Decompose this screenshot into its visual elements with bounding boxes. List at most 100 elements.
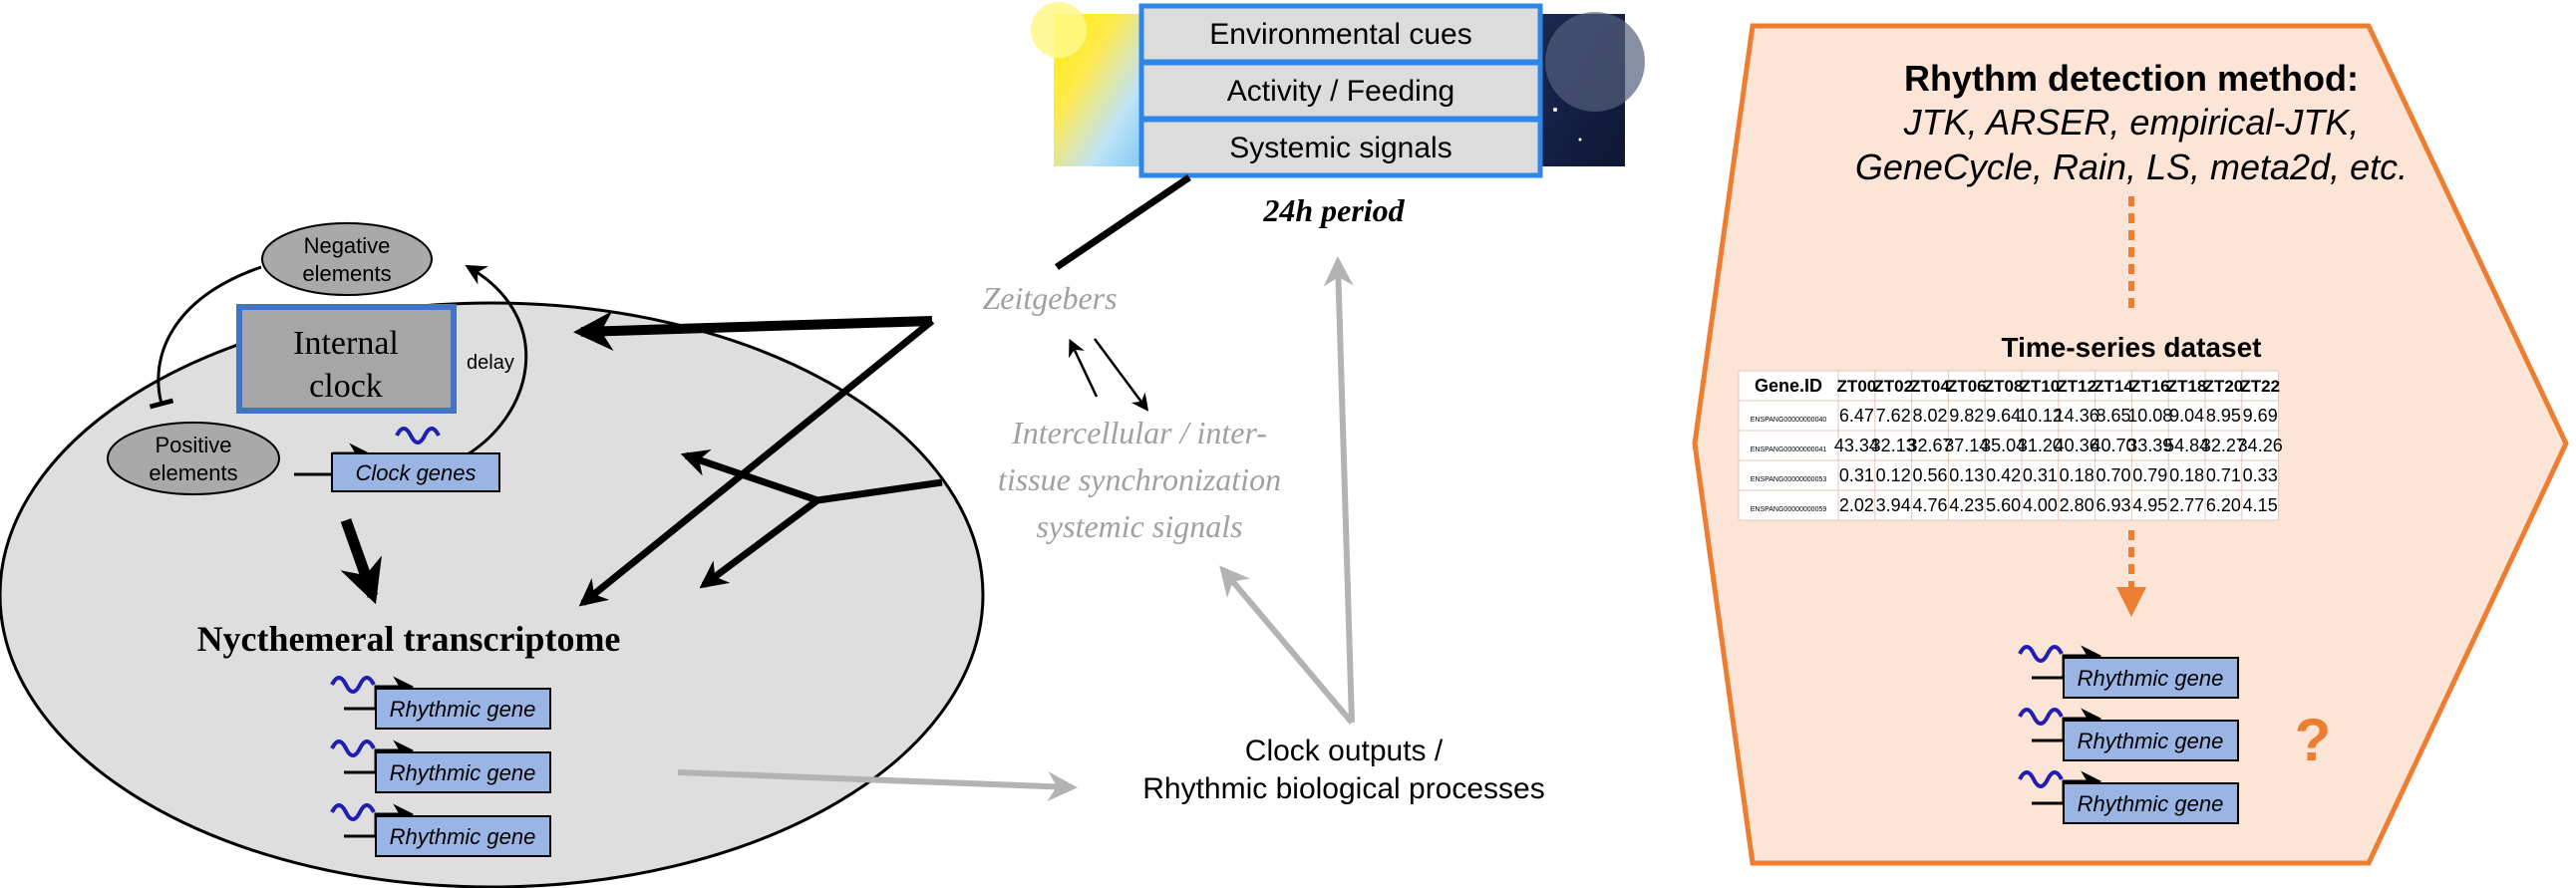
sync-to-transcriptome-arrow bbox=[699, 497, 820, 589]
table-cell: 10.08 bbox=[2127, 406, 2172, 426]
rhythmic-gene-item: Rhythmic gene bbox=[330, 676, 551, 730]
rhythmic-gene-item: Rhythmic gene bbox=[330, 740, 551, 793]
table-cell: 7.62 bbox=[1876, 406, 1911, 426]
sync-label: tissue synchronization bbox=[998, 461, 1281, 497]
table-cell: ENSPANG00000000053 bbox=[1751, 476, 1827, 483]
positive-elements-node bbox=[107, 422, 280, 495]
rhythmic-gene-box bbox=[2063, 782, 2239, 824]
zeitgebers-to-clock-arrow bbox=[573, 311, 933, 351]
negative-elements-label: Negative bbox=[304, 233, 391, 258]
table-header-cell: ZT20 bbox=[2204, 377, 2244, 396]
star-icon bbox=[1578, 138, 1582, 142]
star-icon bbox=[1553, 108, 1557, 112]
table-header-cell: Gene.ID bbox=[1755, 376, 1822, 396]
rhythmic-gene-label: Rhythmic gene bbox=[2078, 729, 2224, 753]
activity-feeding-box bbox=[1138, 60, 1543, 122]
table-cell: 2.02 bbox=[1839, 495, 1874, 515]
rhythmic-gene-label: Rhythmic gene bbox=[390, 697, 536, 722]
table-cell: 0.31 bbox=[2023, 465, 2058, 485]
table-header-cell: ZT04 bbox=[1910, 377, 1950, 396]
table-header-cell: ZT08 bbox=[1984, 377, 2024, 396]
table-cell: 0.71 bbox=[2206, 465, 2241, 485]
table-cell: 34.26 bbox=[2238, 436, 2283, 455]
table-cell: 0.18 bbox=[2060, 465, 2094, 485]
methods-list: GeneCycle, Rain, LS, meta2d, etc. bbox=[1855, 147, 2408, 187]
rhythmic-gene-item: Rhythmic gene bbox=[2018, 645, 2239, 699]
sync-label: systemic signals bbox=[1036, 508, 1242, 544]
activity-feeding-label: Activity / Feeding bbox=[1227, 75, 1454, 108]
cues-panel: Environmental cues Activity / Feeding Sy… bbox=[1031, 2, 1645, 228]
outputs-to-period-arrow bbox=[1323, 256, 1355, 724]
table-cell: 0.79 bbox=[2132, 465, 2167, 485]
wave-icon bbox=[2018, 645, 2064, 663]
table-header-cell: ZT16 bbox=[2130, 377, 2170, 396]
dataset-title: Time-series dataset bbox=[2002, 332, 2262, 363]
table-cell: 32.67 bbox=[1907, 436, 1952, 455]
table-cell: 33.39 bbox=[2127, 436, 2172, 455]
rhythmic-gene-item: Rhythmic gene bbox=[330, 803, 551, 857]
table-cell: 0.56 bbox=[1912, 465, 1947, 485]
method-title: Rhythm detection method: bbox=[1904, 58, 2359, 99]
table-cell: 0.31 bbox=[1839, 465, 1874, 485]
table-cell: 31.20 bbox=[2018, 436, 2063, 455]
table-cell: 35.04 bbox=[1981, 436, 2026, 455]
rhythmic-gene-label: Rhythmic gene bbox=[390, 760, 536, 785]
table-cell: 0.18 bbox=[2169, 465, 2204, 485]
table-cell: 5.60 bbox=[1986, 495, 2021, 515]
table-cell: 9.64 bbox=[1986, 406, 2021, 426]
sync-to-zeitgebers-arrow bbox=[1069, 338, 1099, 398]
rhythmic-gene-box bbox=[2063, 657, 2239, 699]
rhythmic-gene-box bbox=[2063, 720, 2239, 761]
rhythmic-gene-label: Rhythmic gene bbox=[390, 824, 536, 849]
transcriptome-to-outputs-arrow bbox=[677, 769, 1078, 802]
rhythmic-gene-box bbox=[375, 751, 551, 793]
rhythmic-gene-label: Rhythmic gene bbox=[2078, 666, 2224, 691]
outputs-label: Clock outputs / bbox=[1245, 735, 1444, 767]
table-cell: 10.12 bbox=[2018, 406, 2063, 426]
rhythmic-gene-label: Rhythmic gene bbox=[2078, 791, 2224, 816]
sync-label: Intercellular / inter- bbox=[1011, 415, 1267, 450]
internal-clock-module: Negative elements Internal clock Positiv… bbox=[107, 222, 528, 495]
table-cell: 40.70 bbox=[2091, 436, 2135, 455]
positive-elements-label: elements bbox=[149, 460, 237, 485]
negative-elements-node bbox=[261, 222, 433, 296]
table-cell: 4.00 bbox=[2023, 495, 2058, 515]
outputs-to-sync-arrow bbox=[1219, 565, 1355, 725]
internal-clock-box bbox=[236, 304, 457, 414]
table-cell: 0.33 bbox=[2243, 465, 2278, 485]
table-cell: 8.65 bbox=[2095, 406, 2130, 426]
outputs-label: Rhythmic biological processes bbox=[1142, 772, 1545, 805]
table-cell: 2.80 bbox=[2060, 495, 2094, 515]
table-header-cell: ZT12 bbox=[2057, 377, 2096, 396]
positive-elements-label: Positive bbox=[155, 433, 231, 457]
moon-icon bbox=[1545, 12, 1645, 112]
repression-edge bbox=[149, 265, 262, 410]
table-cell: 37.14 bbox=[1944, 436, 1989, 455]
table-cell: 6.20 bbox=[2206, 495, 2241, 515]
table-cell: 32.27 bbox=[2201, 436, 2246, 455]
methods-list: JTK, ARSER, empirical-JTK, bbox=[1903, 102, 2360, 143]
table-cell: 54.84 bbox=[2164, 436, 2209, 455]
table-cell: 14.36 bbox=[2055, 406, 2099, 426]
table-cell: 9.69 bbox=[2243, 406, 2278, 426]
wave-icon bbox=[330, 803, 376, 821]
question-mark: ? bbox=[2295, 707, 2332, 773]
systemic-signals-box bbox=[1138, 117, 1543, 178]
table-cell: 6.47 bbox=[1839, 406, 1874, 426]
table-cell: ENSPANG00000000041 bbox=[1751, 446, 1827, 453]
cell-ellipse bbox=[0, 301, 985, 888]
table-cell: 9.04 bbox=[2169, 406, 2204, 426]
table-cell: 3.94 bbox=[1876, 495, 1911, 515]
delay-edge bbox=[460, 264, 528, 460]
table-cell: 4.23 bbox=[1949, 495, 1984, 515]
table-cell: 9.82 bbox=[1949, 406, 1984, 426]
wave-icon bbox=[2018, 708, 2064, 726]
sync-to-cell-arrow bbox=[680, 448, 819, 504]
clock-genes-label: Clock genes bbox=[355, 460, 476, 485]
